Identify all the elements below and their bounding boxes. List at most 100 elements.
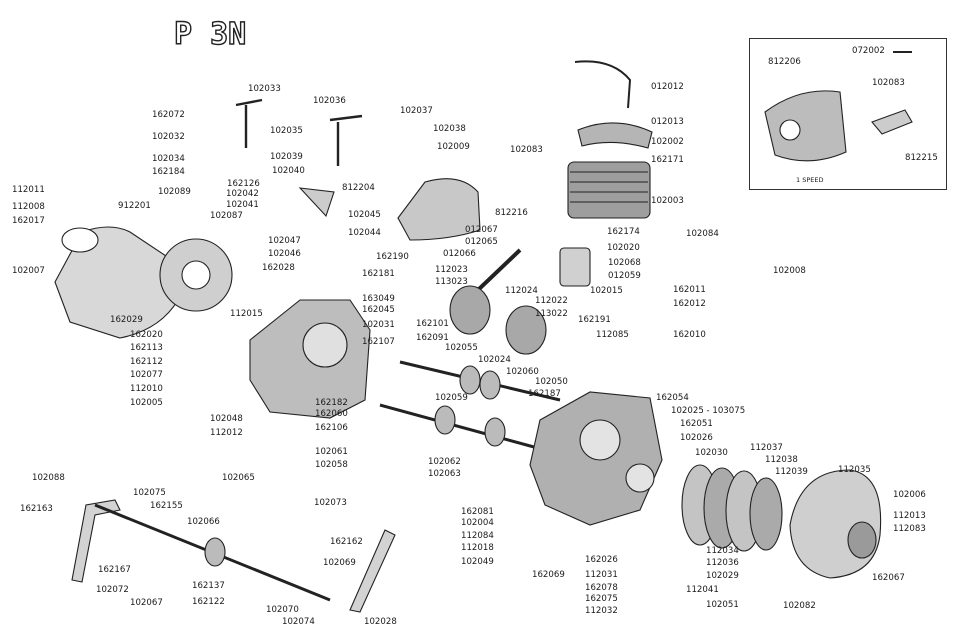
part-label: 102059 [435,393,468,403]
part-label: 102073 [314,498,347,508]
part-label: 162029 [110,315,143,325]
part-label: 162026 [585,555,618,565]
part-label: 102008 [773,266,806,276]
part-label: 102065 [222,473,255,483]
part-label: 162190 [376,252,409,262]
part-label: 112041 [686,585,719,595]
part-label: 102066 [187,517,220,527]
cylinder-head-drawing [577,122,653,149]
part-label: 102084 [686,229,719,239]
part-label: 012012 [651,82,684,92]
part-label: 162075 [585,594,618,604]
part-label: 162078 [585,583,618,593]
part-label: 162017 [12,216,45,226]
part-label: 102069 [323,558,356,568]
part-label: 812216 [495,208,528,218]
part-label: 162162 [330,537,363,547]
part-label: 102036 [313,96,346,106]
part-label: 112011 [12,185,45,195]
part-label: 112036 [706,558,739,568]
part-label: 162069 [532,570,565,580]
part-label: 012013 [651,117,684,127]
part-label: 102089 [158,187,191,197]
inset-caption: 1 SPEED [796,176,823,184]
part-label: 112031 [585,570,618,580]
inset-part-label: 812215 [905,153,938,163]
part-label: 102040 [272,166,305,176]
part-label: 162191 [578,315,611,325]
part-label: 102055 [445,343,478,353]
part-label: 112008 [12,202,45,212]
part-label: 012066 [443,249,476,259]
inset-engine-drawing [764,90,847,162]
part-label: 162112 [130,357,163,367]
part-label: 162155 [150,501,183,511]
part-label: 102024 [478,355,511,365]
part-label: 912201 [118,201,151,211]
cylinder-drawing [567,161,651,219]
part-label: 112037 [750,443,783,453]
part-label: 102034 [152,154,185,164]
part-labels: 102033 162072 102036 102037 102032 10203… [12,46,938,627]
ht-lead-drawing [574,60,632,109]
kickstart-lever-drawing [71,499,121,583]
part-label: 012065 [465,237,498,247]
part-label: 102044 [348,228,381,238]
part-label: 113022 [535,309,568,319]
inset-box [749,38,947,190]
part-label: 102072 [96,585,129,595]
part-label: 162167 [98,565,131,575]
part-label: 162045 [362,305,395,315]
part-label: 102048 [210,414,243,424]
part-label: 102062 [428,457,461,467]
part-label: 112035 [838,465,871,475]
part-label: 162081 [461,507,494,517]
part-label: 102025 - 103075 [671,406,745,416]
part-label: 102031 [362,320,395,330]
part-label: 162051 [680,419,713,429]
part-label: 112083 [893,524,926,534]
part-label: 112084 [461,531,494,541]
part-label: 112024 [505,286,538,296]
gear-lever-drawing [349,529,396,613]
part-label: 162126 [227,179,260,189]
part-label: 102002 [651,137,684,147]
part-label: 162020 [130,330,163,340]
part-label: 012059 [608,271,641,281]
part-label: 102038 [433,124,466,134]
part-label: 102082 [783,601,816,611]
part-label: 102005 [130,398,163,408]
part-label: 112012 [210,428,243,438]
part-label: 102042 [226,189,259,199]
part-label: 162101 [416,319,449,329]
part-label: 112013 [893,511,926,521]
part-label: 112034 [706,546,739,556]
part-label: 102030 [695,448,728,458]
part-label: 112039 [775,467,808,477]
part-label: 102051 [706,600,739,610]
part-label: 102074 [282,617,315,627]
part-label: 162171 [651,155,684,165]
part-label: 102070 [266,605,299,615]
part-label: 102060 [506,367,539,377]
part-label: 102037 [400,106,433,116]
part-label: 102058 [315,460,348,470]
part-label: 102033 [248,84,281,94]
part-label: 102047 [268,236,301,246]
part-label: 162187 [528,389,561,399]
part-label: 102006 [893,490,926,500]
piston-drawing [559,247,591,287]
part-label: 162028 [262,263,295,273]
part-label: 102015 [590,286,623,296]
part-label: 102077 [130,370,163,380]
inset-part-label: 812206 [768,57,801,67]
part-label: 162137 [192,581,225,591]
part-label: 162091 [416,333,449,343]
inset-part-label: 102083 [872,78,905,88]
part-label: 112018 [461,543,494,553]
part-label: 163049 [362,294,395,304]
part-label: 162067 [872,573,905,583]
part-label: 102003 [651,196,684,206]
rod-lever-drawing [235,98,263,148]
